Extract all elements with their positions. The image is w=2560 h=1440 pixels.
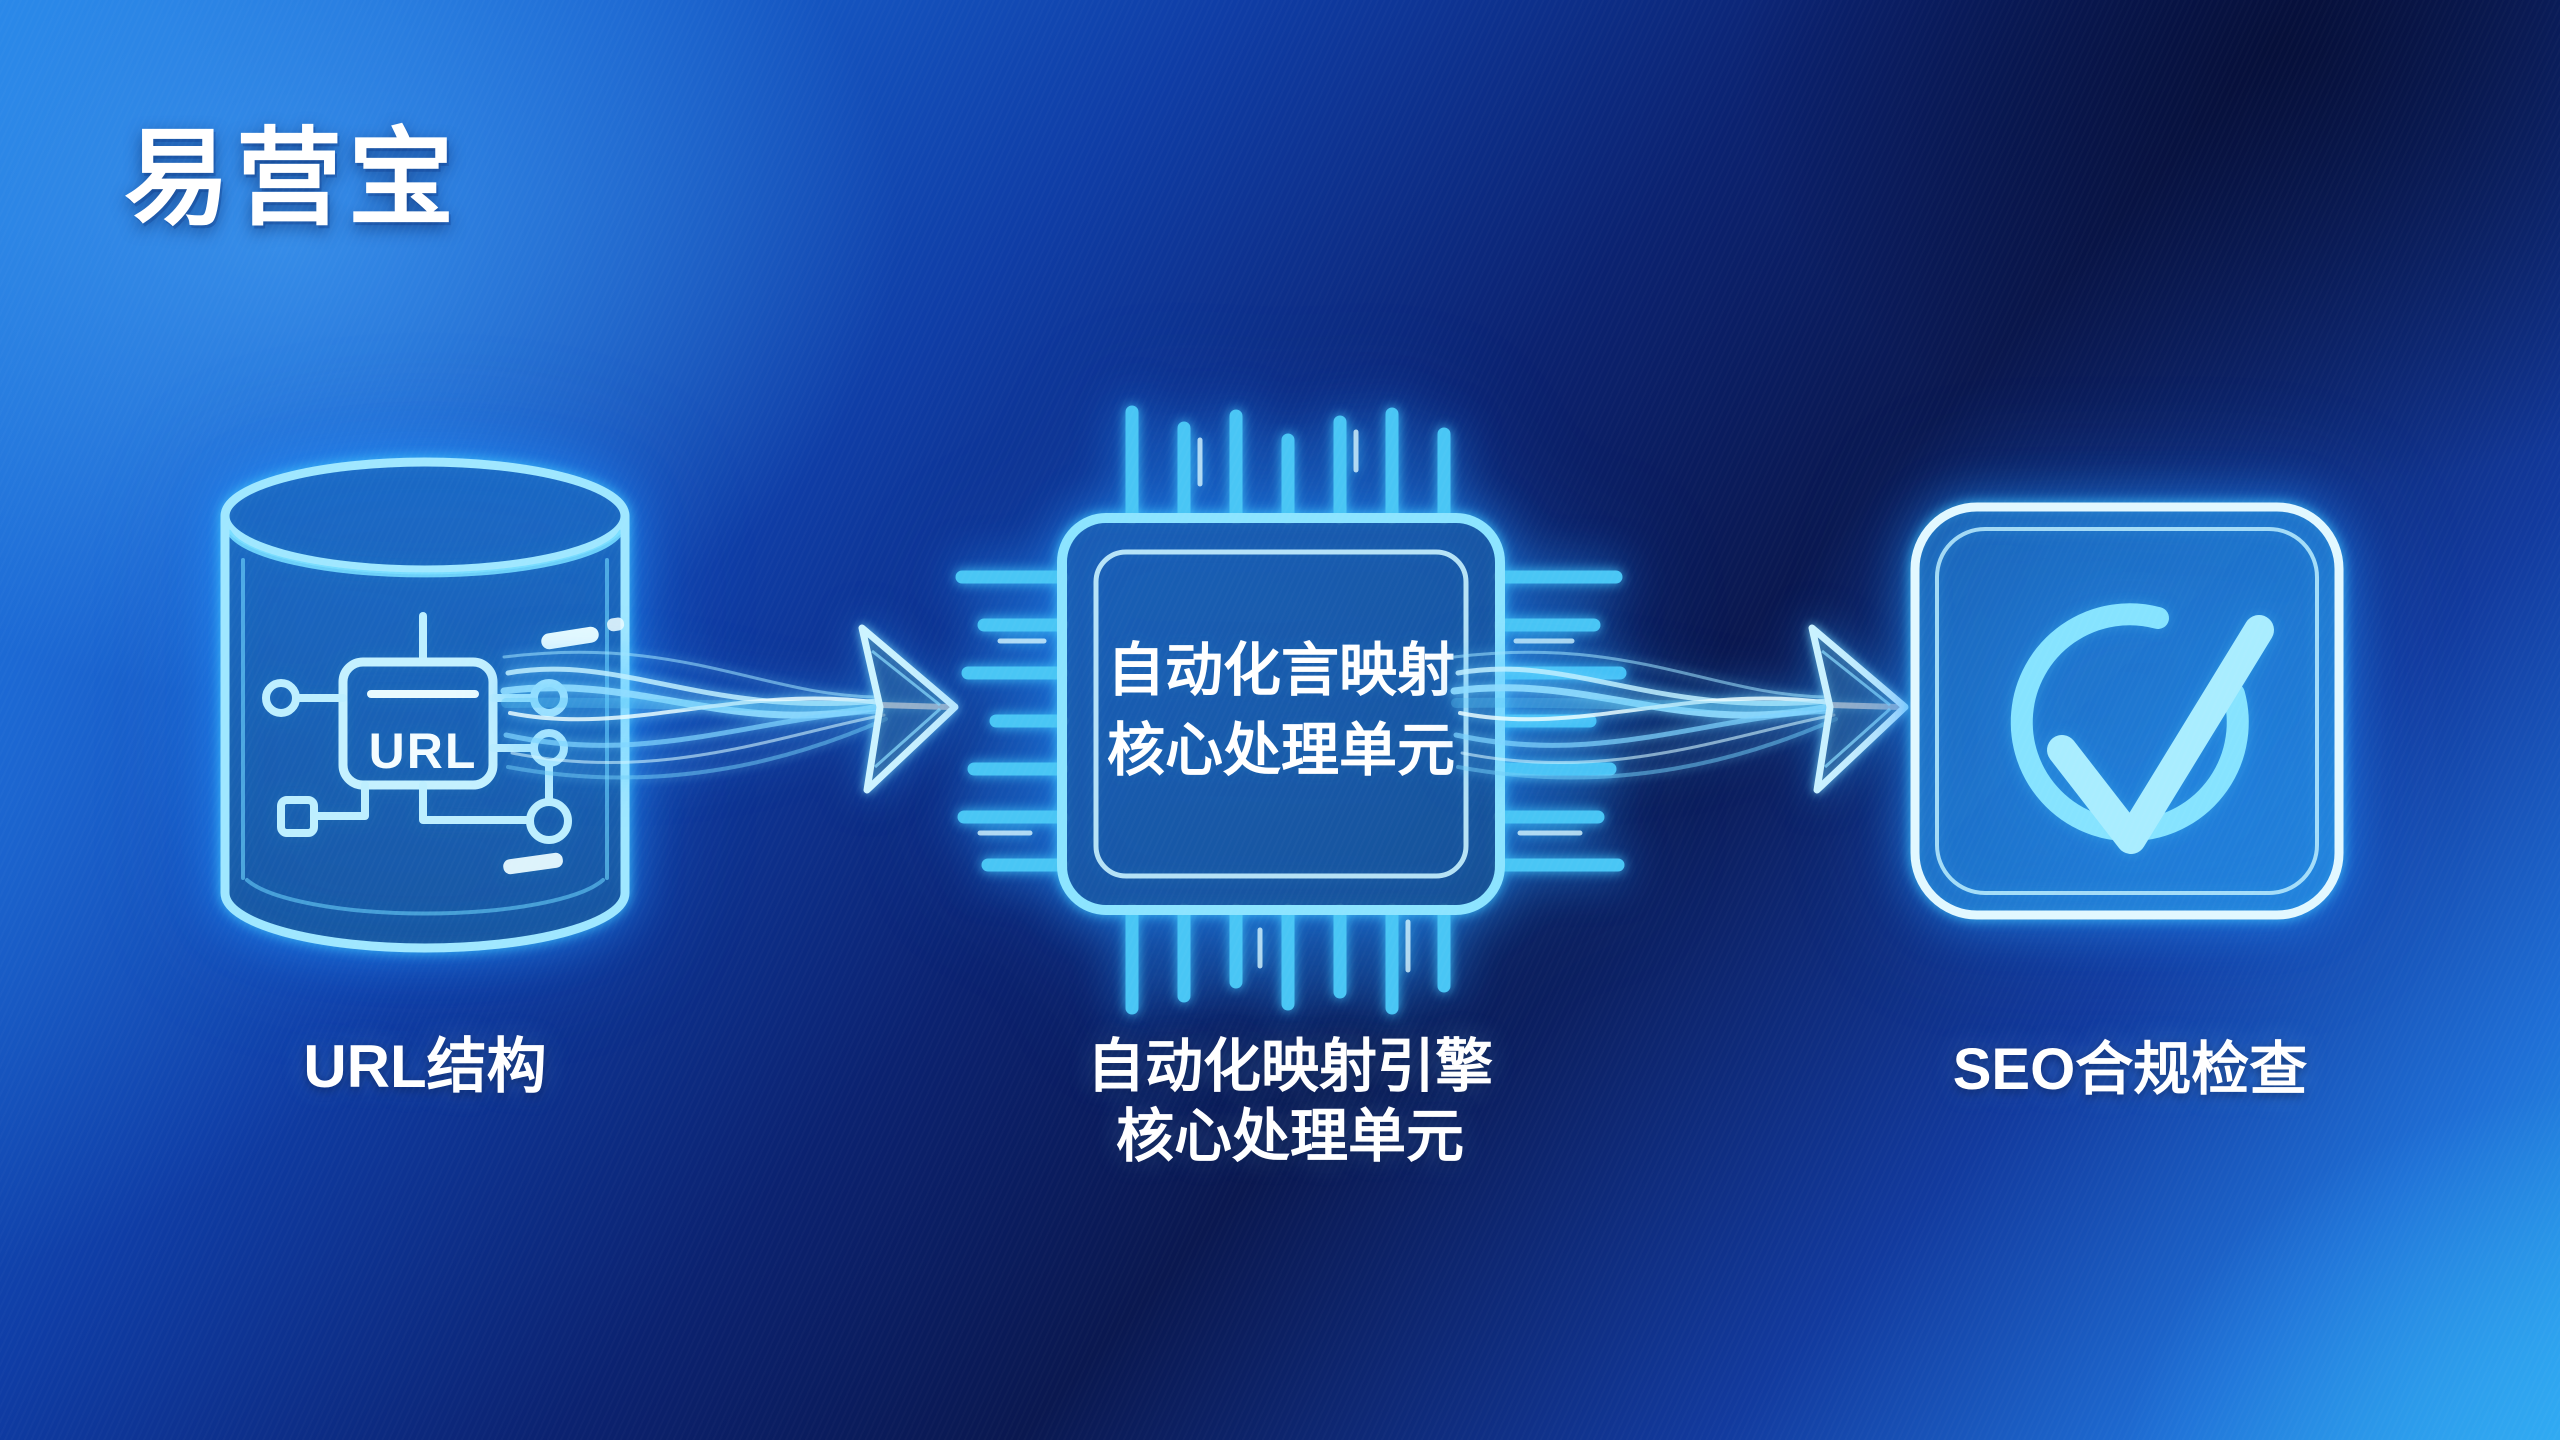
circuit-bottom-left-trace: [313, 781, 369, 820]
circuit-bottom-left-node: [277, 796, 318, 837]
cpu-chip-icon: 自动化言映射 核心处理单元: [955, 405, 1627, 1015]
arrow-head: [1808, 624, 1909, 794]
chip-pin-accents: [977, 429, 1583, 973]
arrow-streams: [500, 650, 951, 780]
chip-pins: [955, 405, 1627, 1015]
circuit-right-node-1: [530, 679, 568, 717]
arrow-head-inner-lines: [1821, 649, 1891, 769]
database-url-icon: URL: [220, 457, 630, 953]
caption-url-structure: URL结构: [303, 1033, 547, 1100]
arrow-head-inner-lines: [871, 649, 941, 769]
check-mark: [2047, 615, 2274, 854]
cylinder-walls: [220, 511, 630, 953]
cylinder-inner-rim: [226, 529, 624, 578]
cylinder-highlight-dashes: [503, 617, 625, 875]
page-title: 易营宝: [124, 120, 460, 238]
caption-mapping-engine-line1: 自动化映射引擎: [1086, 1034, 1493, 1099]
url-box: [338, 657, 498, 790]
badge-inner-frame: [1935, 527, 2319, 895]
arrow-head: [858, 624, 959, 794]
url-text: URL: [369, 723, 478, 779]
chip-text-line1: 自动化言映射: [1107, 638, 1455, 703]
chip-text-line2: 核心处理单元: [1107, 718, 1455, 783]
caption-seo-compliance: SEO合规检查: [1952, 1037, 2308, 1102]
check-circle: [2010, 603, 2249, 842]
circuit-bottom-trace: [419, 781, 531, 824]
energy-arrow-2-icon: [1450, 624, 1909, 794]
cylinder-bottom-inner-arc: [245, 878, 605, 916]
badge-outer-frame: [1910, 502, 2344, 920]
arrow-streams: [1450, 650, 1901, 780]
caption-mapping-engine: 自动化映射引擎 核心处理单元: [960, 1032, 1620, 1172]
energy-arrow-1-icon: [500, 624, 959, 794]
cylinder-silhouette: [225, 462, 625, 948]
check-badge-icon: [1910, 502, 2344, 920]
chip-body: [1057, 513, 1505, 915]
caption-mapping-engine-line2: 核心处理单元: [1115, 1104, 1464, 1169]
circuit-left-node: [262, 679, 300, 717]
